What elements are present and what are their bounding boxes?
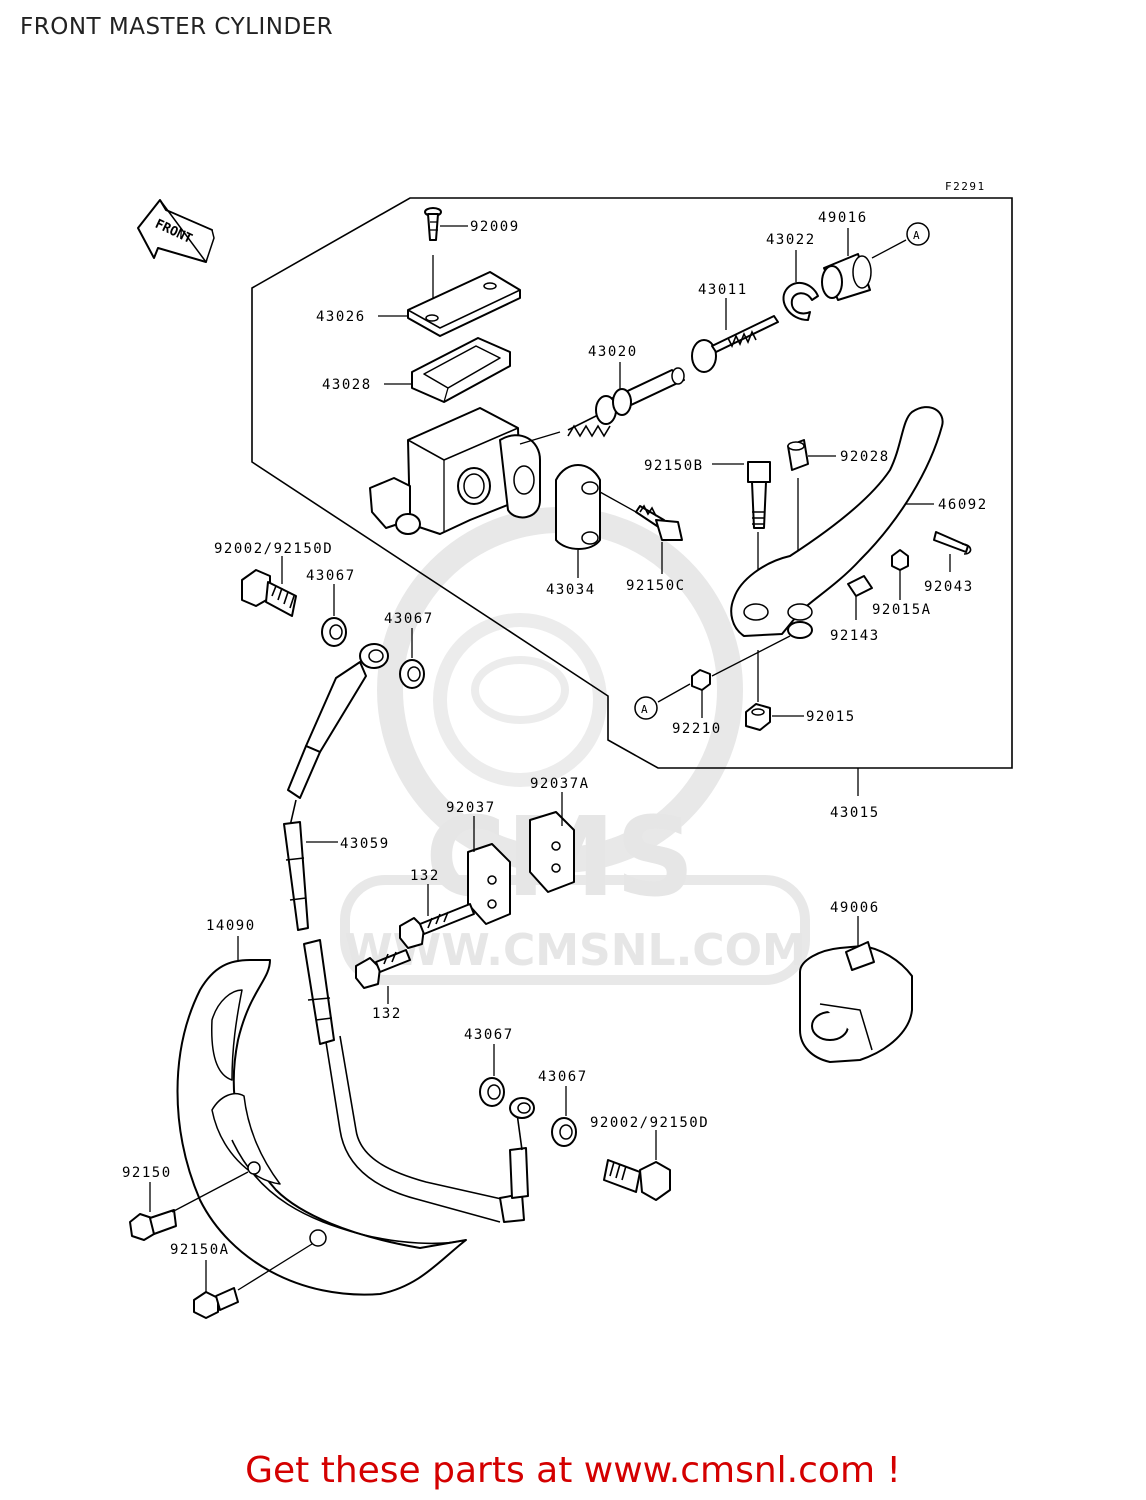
switch-housing-49006 [799, 941, 913, 1063]
figure-code: F2291 [945, 180, 986, 193]
label-14090: 14090 [206, 918, 256, 934]
diaphragm-43028 [411, 337, 511, 403]
nut-92015A [891, 549, 909, 571]
label-92043: 92043 [924, 579, 974, 595]
label-92150A: 92150A [170, 1242, 230, 1258]
assembly-boundary [251, 197, 1013, 769]
label-43034: 43034 [546, 582, 596, 598]
label-43067-b: 43067 [384, 611, 434, 627]
washer-43067-a [321, 617, 347, 647]
label-92002-92150D-top: 92002/92150D [214, 541, 333, 557]
label-92150C: 92150C [626, 578, 686, 594]
label-49006: 49006 [830, 900, 880, 916]
washer-43067-b [399, 659, 425, 689]
circlip-43022 [782, 281, 819, 321]
washer-43067-c [479, 1077, 505, 1107]
reservoir-cap-43026 [407, 271, 521, 337]
bolt-92150C [635, 504, 683, 541]
page-title: FRONT MASTER CYLINDER [20, 14, 334, 40]
washer-43067-d [551, 1117, 577, 1147]
label-46092: 46092 [938, 497, 988, 513]
label-92150: 92150 [122, 1165, 172, 1181]
clamp-43034 [555, 464, 601, 550]
label-43022: 43022 [766, 232, 816, 248]
brake-lever-46092 [730, 406, 944, 639]
banjo-bolt-top [241, 569, 297, 617]
callout-a-bottom: A [634, 696, 658, 720]
bolt-132-bottom [355, 949, 411, 989]
hose-clamp-92037 [467, 843, 511, 925]
bolt-92150 [129, 1209, 177, 1241]
footer-link-text[interactable]: Get these parts at www.cmsnl.com ! [245, 1450, 901, 1491]
cotter-pin-92043 [933, 531, 972, 555]
adjuster-92028 [787, 439, 809, 471]
pivot-bolt-92150B [747, 461, 771, 529]
label-43067-c: 43067 [464, 1027, 514, 1043]
label-43020: 43020 [588, 344, 638, 360]
hose-clamp-92037A [529, 811, 575, 893]
label-92015A: 92015A [872, 602, 932, 618]
bolt-132-top [399, 903, 475, 949]
push-rod-43011 [691, 315, 779, 373]
label-43011: 43011 [698, 282, 748, 298]
front-arrow-icon: FRONT [137, 199, 215, 263]
label-92037A: 92037A [530, 776, 590, 792]
label-92037: 92037 [446, 800, 496, 816]
label-92150B: 92150B [644, 458, 704, 474]
master-cylinder-body [369, 407, 541, 535]
bolt-92150A [193, 1287, 239, 1319]
piston-43020 [595, 367, 685, 425]
nut-92210 [691, 669, 711, 691]
pin-92143 [847, 575, 873, 620]
label-92143: 92143 [830, 628, 880, 644]
label-132-bottom: 132 [372, 1006, 402, 1022]
label-92210: 92210 [672, 721, 722, 737]
label-43067-d: 43067 [538, 1069, 588, 1085]
label-132-top: 132 [410, 868, 440, 884]
hand-guard-14090 [176, 959, 467, 1296]
nut-92015 [745, 703, 771, 731]
label-43059: 43059 [340, 836, 390, 852]
label-43067-a: 43067 [306, 568, 356, 584]
svg-text:A: A [913, 229, 921, 242]
dust-boot-49016 [821, 253, 872, 301]
callout-a-top: A [906, 222, 930, 246]
label-92002-92150D-bottom: 92002/92150D [590, 1115, 709, 1131]
label-92015: 92015 [806, 709, 856, 725]
label-43015: 43015 [830, 805, 880, 821]
label-92009: 92009 [470, 219, 520, 235]
label-92028: 92028 [840, 449, 890, 465]
banjo-bolt-bottom [603, 1159, 671, 1201]
screw-92009 [424, 207, 442, 241]
label-43026: 43026 [316, 309, 366, 325]
label-49016: 49016 [818, 210, 868, 226]
svg-text:A: A [641, 703, 649, 716]
parts-diagram: CMS WWW.CMSNL.COM F2291 FRONT [122, 180, 1013, 1319]
label-43028: 43028 [322, 377, 372, 393]
brake-hose-43059 [283, 643, 535, 1223]
